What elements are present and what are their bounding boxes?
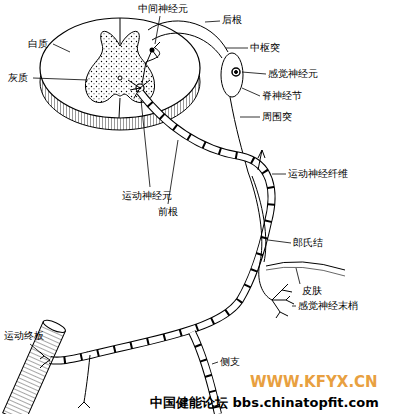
part-label: 运动终板	[4, 330, 44, 341]
part-label: 感觉神经末梢	[298, 300, 358, 311]
part-label: 感觉神经元	[268, 68, 318, 79]
part-label: 运动神经元	[122, 190, 172, 201]
part-label: 灰质	[8, 72, 28, 83]
part-label: 皮肤	[302, 285, 322, 296]
muscle-fiber	[3, 318, 67, 414]
part-label: 脊神经节	[262, 90, 302, 101]
sensory-nerve-fiber	[248, 172, 345, 318]
motor-end-plate	[40, 352, 50, 368]
motor-nerve-fiber	[50, 92, 272, 414]
part-label: 前根	[158, 206, 178, 217]
part-label: 中枢突	[250, 42, 280, 53]
part-label: 侧支	[220, 356, 240, 367]
dorsal-root	[146, 21, 248, 172]
part-label: 白质	[28, 38, 48, 49]
spinal-cord	[40, 18, 200, 130]
watermark: 中国健能论坛 bbs.chinatopfit.com	[150, 396, 379, 410]
part-label: 周围突	[262, 111, 292, 122]
part-label: 运动神经纤维	[288, 168, 348, 179]
part-label: 后根	[222, 14, 242, 25]
watermark: WWW.KFYX.CN	[250, 374, 378, 391]
part-label: 中间神经元	[138, 3, 188, 14]
part-label: 郎氏结	[293, 237, 323, 248]
leader-lines	[30, 16, 300, 364]
